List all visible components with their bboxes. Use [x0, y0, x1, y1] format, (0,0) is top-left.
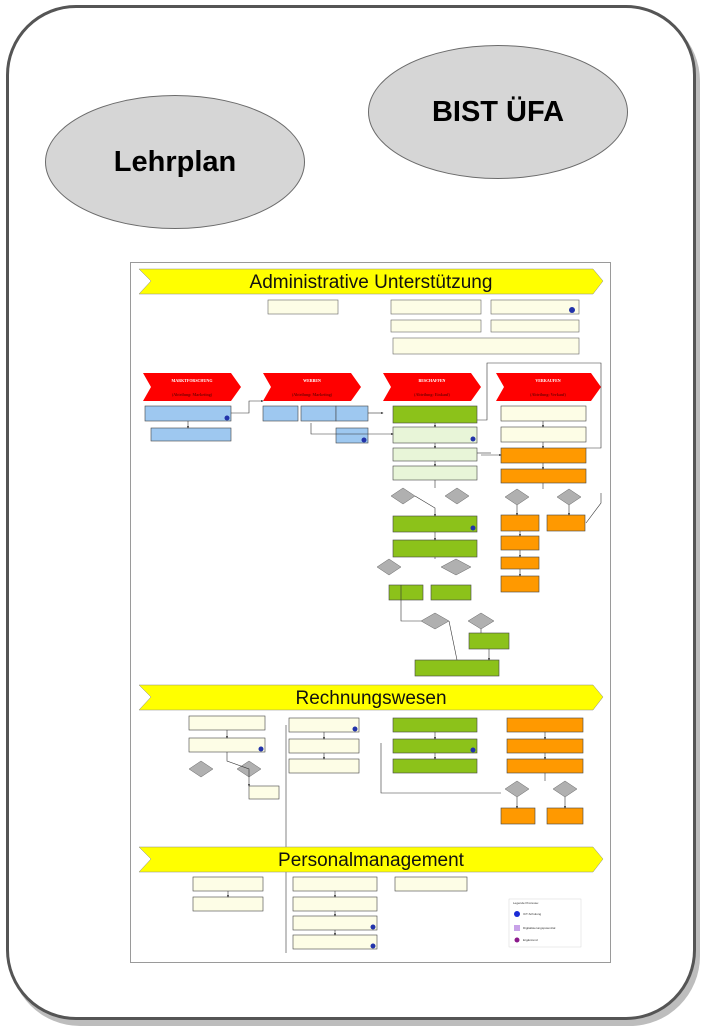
verkaufen-boxes: [500, 405, 587, 593]
dept-4-title: VERKAUFEN: [535, 378, 560, 383]
banner-rechnung: Rechnungswesen: [138, 684, 604, 711]
dept-4-sub: (Abteilung: Verkauf): [530, 392, 566, 397]
dept-2-sub: (Abteilung: Marketing): [292, 392, 333, 397]
lehrplan-label: Lehrplan: [113, 145, 237, 178]
banner-personal-label: Personalmanagement: [278, 850, 465, 871]
process-diagram-svg: Administrative Unterstützung MARKTFORSCH…: [138, 268, 604, 953]
process-diagram: Administrative Unterstützung MARKTFORSCH…: [130, 262, 611, 963]
lehrplan-ellipse: Lehrplan: [45, 95, 305, 229]
banner-rechnung-label: Rechnungswesen: [295, 688, 446, 709]
personal-boxes: [192, 876, 468, 950]
dept-3-title: BESCHAFFEN: [419, 378, 446, 383]
dept-1-sub: (Abteilung: Marketing): [172, 392, 213, 397]
legend-title: Legende Prozesse:: [513, 901, 539, 905]
dept-1-title: MARKTFORSCHUNG: [172, 378, 213, 383]
banner-admin-label: Administrative Unterstützung: [250, 272, 493, 293]
legend-item-2: Digitalisierungspotenzial: [523, 926, 556, 930]
personal-connectors: [226, 891, 337, 936]
department-chevrons: MARKTFORSCHUNG (Abteilung: Marketing) WE…: [143, 373, 601, 401]
admin-boxes: [267, 299, 580, 355]
connectors: [186, 362, 602, 661]
bist-ufa-label: BIST ÜFA: [431, 95, 565, 128]
dept-3-sub: (Abteilung: Einkauf): [414, 392, 450, 397]
banner-admin: Administrative Unterstützung: [138, 268, 604, 295]
bist-ufa-ellipse: BIST ÜFA: [368, 45, 628, 179]
legend-item-3: Ergänzend: [523, 938, 538, 942]
dept-2-title: WERBEN: [303, 378, 321, 383]
beschaffen-boxes: [388, 405, 510, 677]
decision-diamonds: [376, 487, 582, 630]
legend-item-1: ICT-Schulung: [523, 912, 542, 916]
marketing-boxes: [144, 405, 369, 444]
rechnung-connectors: [225, 725, 567, 953]
rechnung-boxes: [188, 715, 584, 825]
legend: Legende Prozesse: ICT-Schulung Digitalis…: [508, 898, 582, 948]
banner-personal: Personalmanagement: [138, 846, 604, 873]
